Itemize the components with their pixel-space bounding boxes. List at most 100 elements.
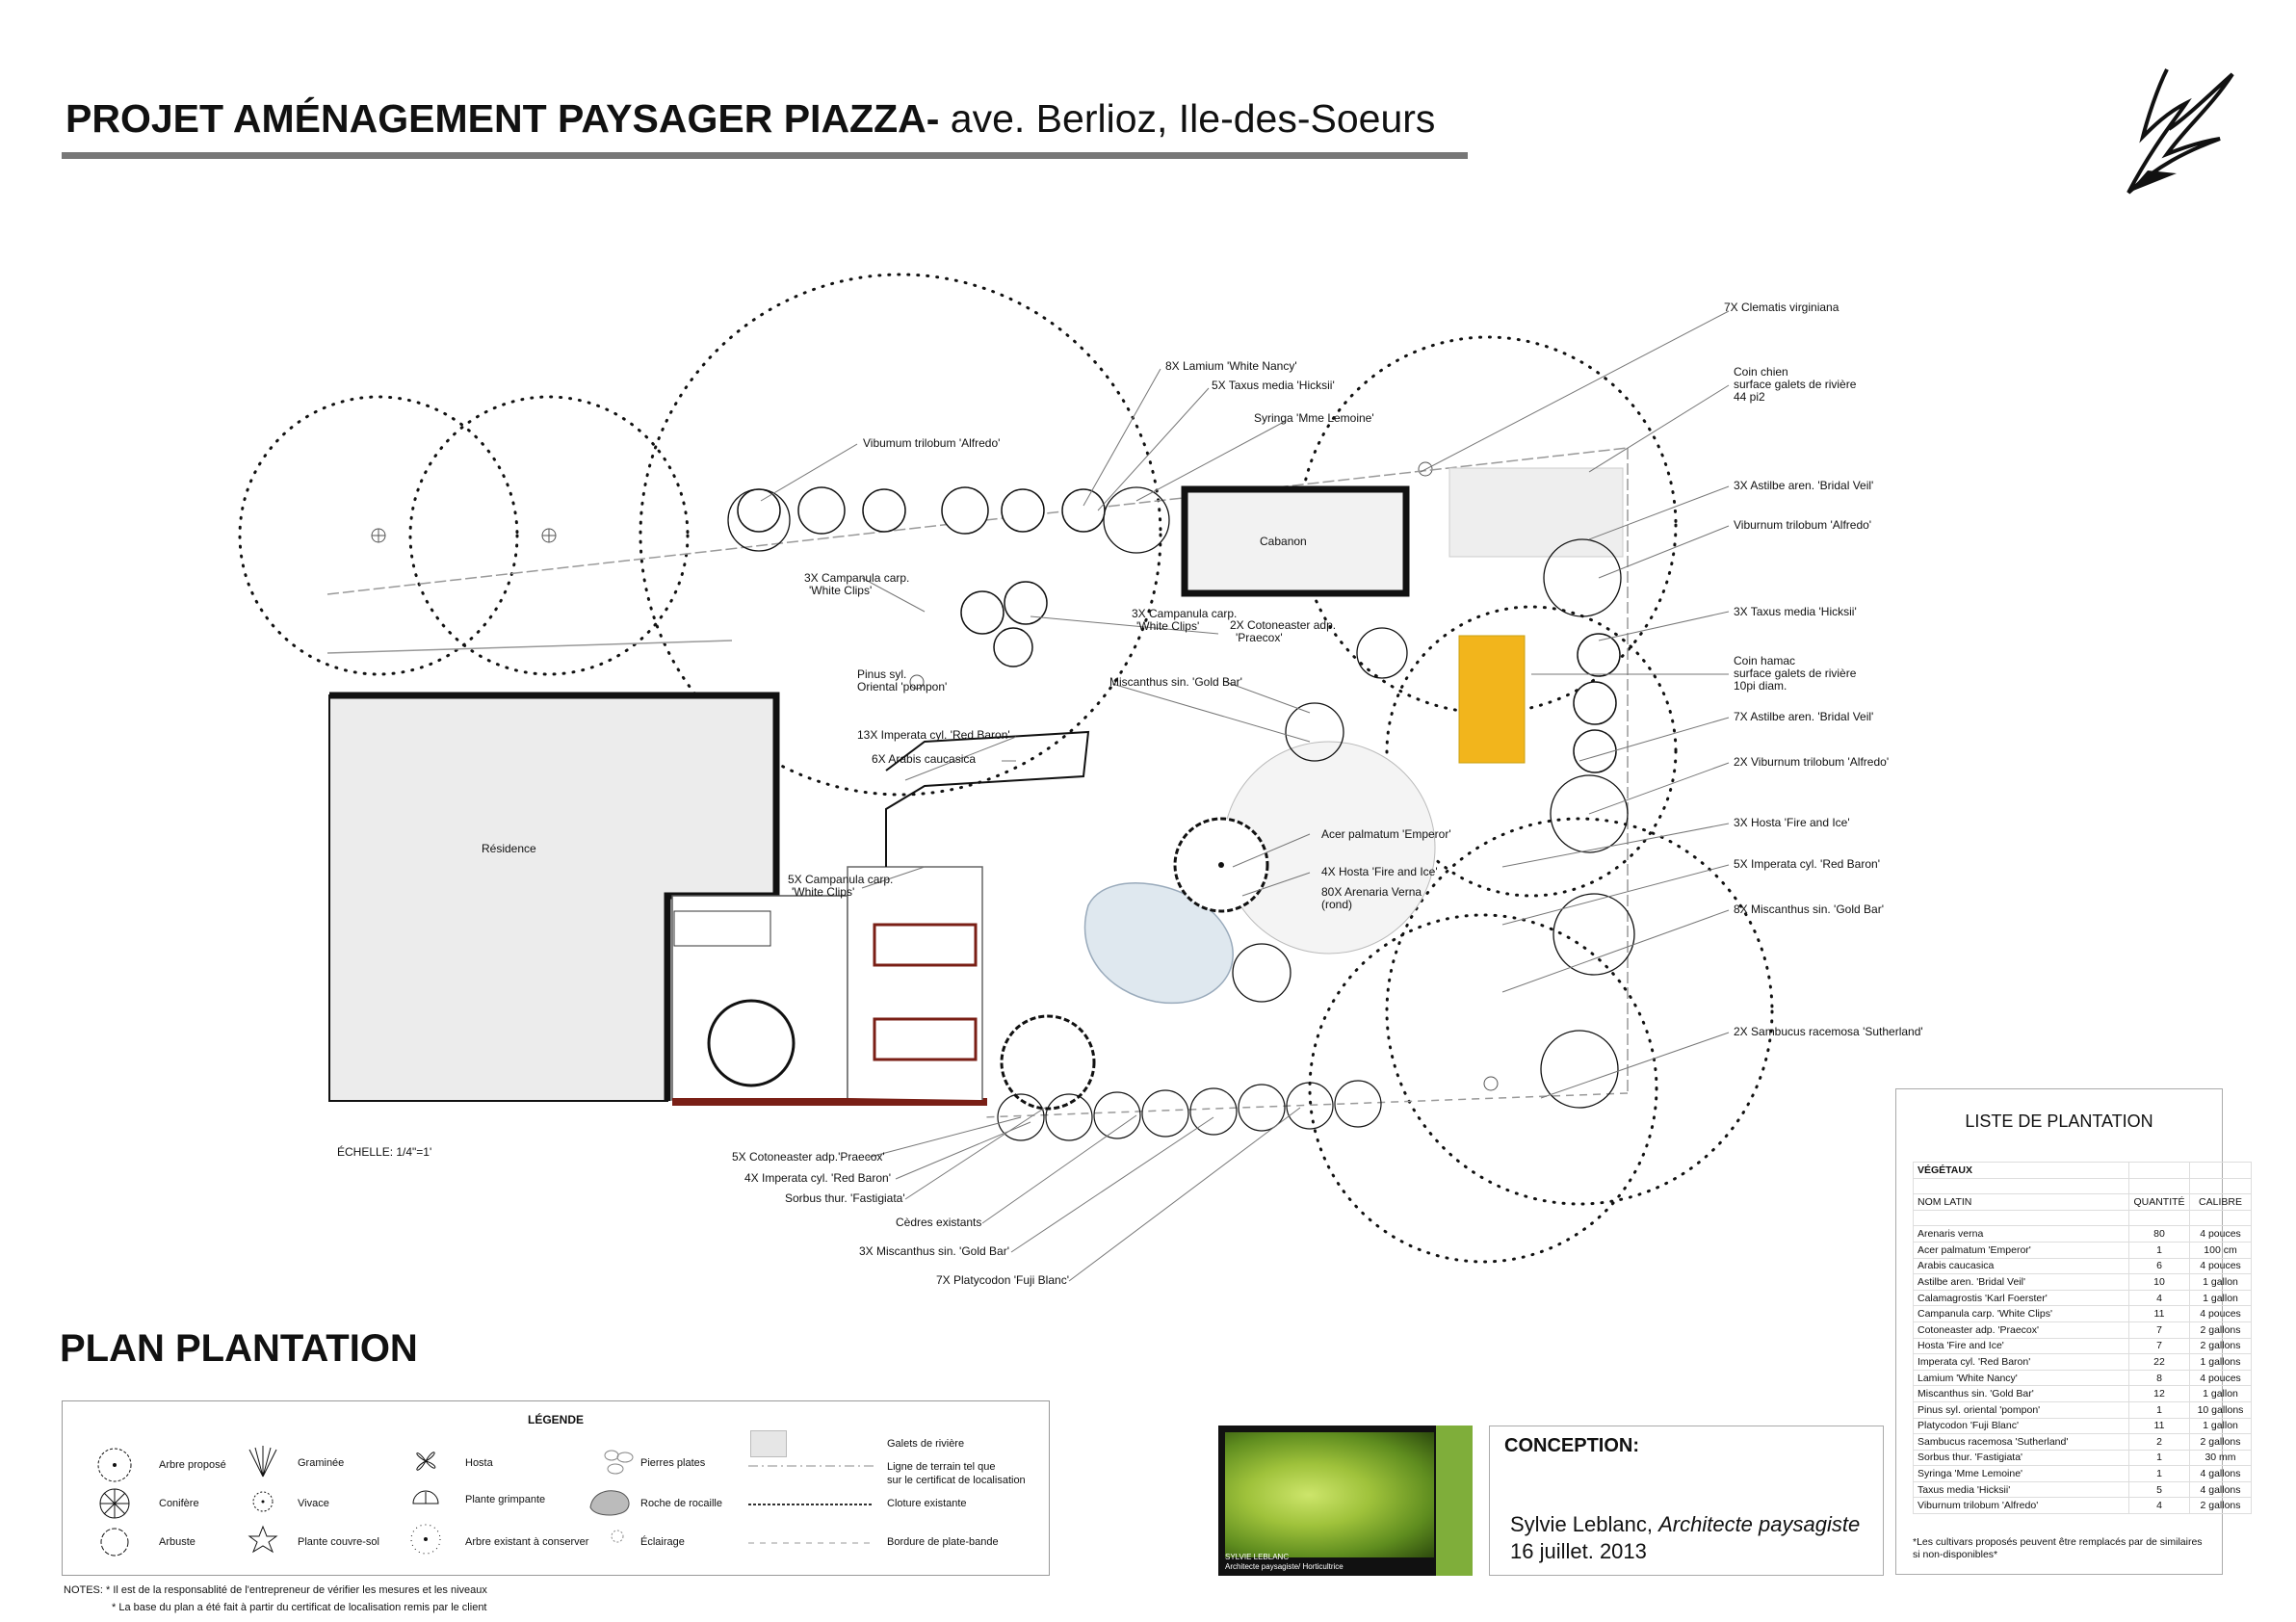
plant-name-cell: Lamium 'White Nancy': [1913, 1369, 2129, 1387]
legend-label: Arbre proposé: [159, 1459, 226, 1471]
design-date: 16 juillet. 2013: [1510, 1539, 1647, 1563]
plan-label: 13X Imperata cyl. 'Red Baron': [857, 728, 1010, 742]
dog-corner: [1448, 467, 1624, 558]
legend-label: Pierres plates: [640, 1457, 706, 1469]
pond: [1083, 882, 1234, 1005]
plan-label: 2X Cotoneaster adp.: [1230, 618, 1336, 632]
plan-label: Vibumum trilobum 'Alfredo': [863, 436, 1000, 450]
plant-name-cell: Sambucus racemosa 'Sutherland': [1913, 1433, 2129, 1451]
quantity-cell: 11: [2128, 1305, 2190, 1322]
quantity-cell: 10: [2128, 1273, 2190, 1291]
shrub-icon: [100, 1528, 129, 1557]
quantity-cell: 7: [2128, 1337, 2190, 1355]
page-title: PROJET AMÉNAGEMENT PAYSAGER PIAZZA- ave.…: [65, 96, 1435, 142]
bench-1: [873, 923, 978, 967]
signature-logo: [2126, 68, 2234, 195]
column-header: QUANTITÉ: [2128, 1193, 2190, 1211]
conception-heading: CONCEPTION:: [1504, 1435, 1639, 1456]
plant-name-cell: Arenaris verna: [1913, 1225, 2129, 1243]
legend-label: Cloture existante: [887, 1498, 967, 1509]
quantity-cell: 6: [2128, 1257, 2190, 1275]
section-label: VÉGÉTAUX: [1913, 1162, 2129, 1179]
card-text: SYLVIE LEBLANC Architecte paysagiste/ Ho…: [1225, 1553, 1344, 1572]
size-cell: 1 gallons: [2189, 1353, 2252, 1371]
column-header: NOM LATIN: [1913, 1193, 2129, 1211]
size-cell: 2 gallons: [2189, 1497, 2252, 1515]
hammock: [1458, 635, 1526, 764]
plan-title: PLAN PLANTATION: [60, 1327, 418, 1370]
plan-label: 5X Cotoneaster adp.'Praecox': [732, 1150, 885, 1164]
card-green-strip: [1436, 1426, 1473, 1576]
plant-name-cell: Astilbe aren. 'Bridal Veil': [1913, 1273, 2129, 1291]
table-row: VÉGÉTAUX: [1913, 1162, 2252, 1179]
shrubs: [727, 486, 1635, 1109]
legend-label: Graminée: [298, 1457, 345, 1469]
plan-label: 3X Hosta 'Fire and Ice': [1734, 816, 1850, 829]
bed-edge-swatch: [748, 1542, 874, 1544]
plant-name-cell: Arabis caucasica: [1913, 1257, 2129, 1275]
perennial-icon: [252, 1491, 274, 1512]
size-cell: 4 pouces: [2189, 1369, 2252, 1387]
quantity-cell: 5: [2128, 1480, 2190, 1499]
plan-label: surface galets de rivière: [1734, 667, 1857, 680]
size-cell: 4 pouces: [2189, 1257, 2252, 1275]
legend: LÉGENDE Arbre proposé Conifère Arbuste G…: [62, 1400, 1050, 1576]
legend-label: Ligne de terrain tel que: [887, 1461, 996, 1473]
legend-label: Arbre existant à conserver: [465, 1536, 589, 1548]
fence-swatch: [748, 1504, 874, 1505]
plan-label: 5X Campanula carp.: [788, 873, 893, 886]
legend-label: Plante grimpante: [465, 1494, 546, 1505]
column-header: CALIBRE: [2189, 1193, 2252, 1211]
quantity-cell: 8: [2128, 1369, 2190, 1387]
plant-name-cell: Imperata cyl. 'Red Baron': [1913, 1353, 2129, 1371]
scale-label: ÉCHELLE: 1/4"=1': [337, 1144, 431, 1159]
designer-role: Architecte paysagiste: [1658, 1512, 1861, 1536]
property-line-swatch: [748, 1465, 874, 1467]
size-cell: 1 gallon: [2189, 1417, 2252, 1435]
legend-label: Conifère: [159, 1498, 199, 1509]
plan-label: 'White Clips': [792, 885, 854, 899]
quantity-cell: 11: [2128, 1417, 2190, 1435]
groundcover-icon: [248, 1525, 278, 1554]
designer-name: Sylvie Leblanc,: [1510, 1512, 1659, 1536]
plant-name-cell: Miscanthus sin. 'Gold Bar': [1913, 1385, 2129, 1402]
card-subtitle: Architecte paysagiste/ Horticultrice: [1225, 1562, 1344, 1571]
plant-name-cell: Cotoneaster adp. 'Praecox': [1913, 1321, 2129, 1339]
plan-label: 44 pi2: [1734, 390, 1765, 404]
legend-label: Plante couvre-sol: [298, 1536, 379, 1548]
plan-label: 4X Hosta 'Fire and Ice': [1321, 865, 1438, 878]
plan-label: Cèdres existants: [896, 1216, 981, 1229]
plan-label: 7X Clematis virginiana: [1724, 301, 1839, 314]
conifer-row: [737, 486, 1621, 773]
size-cell: 4 gallons: [2189, 1480, 2252, 1499]
plant-name-cell: Platycodon 'Fuji Blanc': [1913, 1417, 2129, 1435]
size-cell: 30 mm: [2189, 1449, 2252, 1467]
plan-label: 8X Miscanthus sin. 'Gold Bar': [1734, 903, 1884, 916]
legend-label: Éclairage: [640, 1536, 685, 1548]
plan-label: 'White Clips': [1136, 619, 1199, 633]
plan-label: 80X Arenaria Verna: [1321, 885, 1422, 899]
plant-name-cell: Viburnum trilobum 'Alfredo': [1913, 1497, 2129, 1515]
plant-name-cell: Taxus media 'Hicksii': [1913, 1480, 2129, 1499]
title-regular: ave. Berlioz, Ile-des-Soeurs: [939, 96, 1436, 141]
size-cell: 1 gallon: [2189, 1385, 2252, 1402]
plan-label: (rond): [1321, 898, 1352, 911]
existing-tree-canopy: [1385, 817, 1774, 1206]
callout-labels: 7X Clematis virginiana Coin chien surfac…: [732, 301, 1923, 1287]
plan-label: Oriental 'pompon': [857, 680, 947, 693]
climbing-plant-icon: [412, 1490, 439, 1504]
shed-label: Cabanon: [1260, 535, 1307, 548]
size-cell: 1 gallon: [2189, 1273, 2252, 1291]
